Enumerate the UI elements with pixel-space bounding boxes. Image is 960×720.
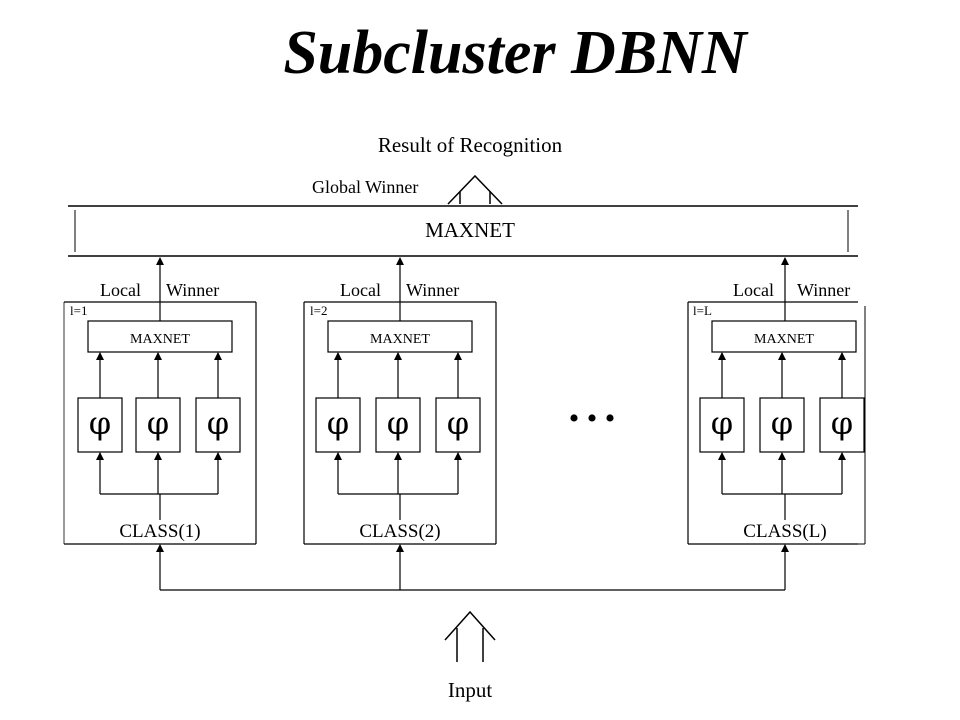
- global-maxnet-box: [68, 205, 858, 257]
- subnet-index-label: l=2: [310, 303, 327, 318]
- subnet-box: [63, 301, 257, 545]
- phi-symbol: φ: [387, 404, 409, 442]
- input-arrow: [444, 610, 496, 662]
- page-title: Subcluster DBNN: [283, 19, 747, 87]
- phi-symbol: φ: [89, 404, 111, 442]
- input-label: Input: [448, 678, 492, 702]
- local-label: Local: [100, 280, 141, 300]
- phi-symbol: φ: [327, 404, 349, 442]
- subnet-index-label: l=1: [70, 303, 87, 318]
- winner-label: Winner: [406, 280, 459, 300]
- global-winner-label: Global Winner: [312, 177, 418, 197]
- phi-symbol: φ: [147, 404, 169, 442]
- local-label: Local: [340, 280, 381, 300]
- ellipsis: • • •: [569, 402, 616, 435]
- phi-symbol: φ: [447, 404, 469, 442]
- phi-symbol: φ: [771, 404, 793, 442]
- class-label: CLASS(L): [743, 521, 826, 542]
- local-maxnet-label: MAXNET: [754, 332, 814, 347]
- local-maxnet-label: MAXNET: [370, 332, 430, 347]
- winner-label: Winner: [166, 280, 219, 300]
- result-of-recognition-label: Result of Recognition: [378, 133, 563, 157]
- class-label: CLASS(1): [119, 521, 200, 542]
- local-maxnet-label: MAXNET: [130, 332, 190, 347]
- global-maxnet-label: MAXNET: [425, 218, 515, 242]
- global-output-arrow: [447, 174, 503, 205]
- phi-symbol: φ: [207, 404, 229, 442]
- subnet-box: [687, 301, 866, 545]
- class-label: CLASS(2): [359, 521, 440, 542]
- subnet-index-label: l=L: [693, 303, 712, 318]
- phi-symbol: φ: [831, 404, 853, 442]
- winner-label: Winner: [797, 280, 850, 300]
- phi-symbol: φ: [711, 404, 733, 442]
- input-bus: [156, 544, 789, 591]
- local-label: Local: [733, 280, 774, 300]
